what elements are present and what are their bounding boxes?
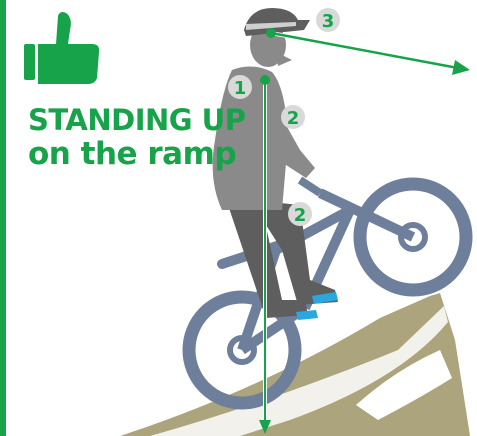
thumbs-up-icon: [24, 12, 99, 84]
svg-text:1: 1: [234, 78, 247, 99]
caption-line-1: STANDING UP: [28, 103, 245, 137]
caption: STANDING UP on the ramp: [28, 103, 245, 171]
caption-line-2: on the ramp: [28, 137, 245, 171]
svg-text:3: 3: [322, 11, 335, 32]
svg-text:2: 2: [294, 205, 307, 226]
marker-2-lower: 2: [288, 202, 312, 226]
marker-3: 3: [316, 8, 340, 32]
marker-2-upper: 2: [281, 105, 305, 129]
svg-text:2: 2: [287, 108, 300, 129]
marker-1: 1: [228, 75, 252, 99]
gaze-arrow: [266, 28, 470, 75]
